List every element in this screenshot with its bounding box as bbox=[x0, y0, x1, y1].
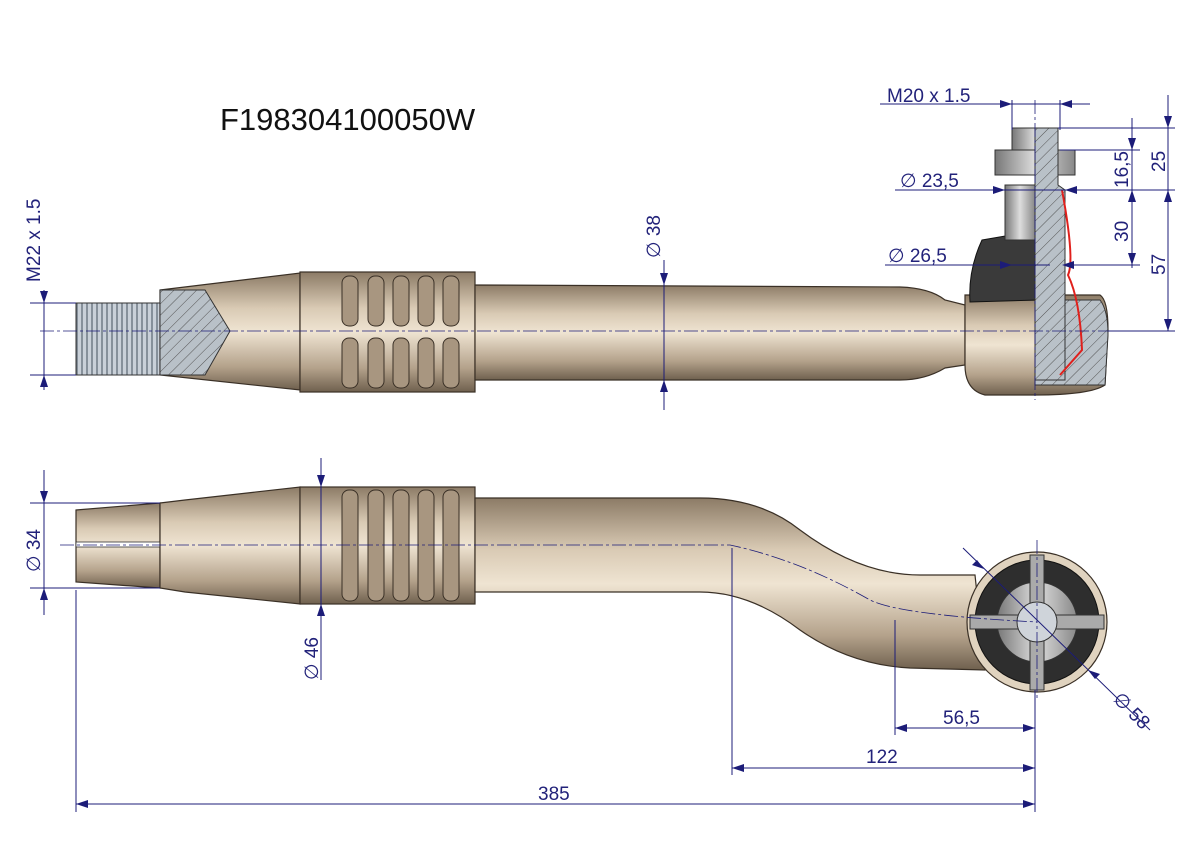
dim-thread-end: M22 x 1.5 bbox=[24, 199, 45, 282]
dim-end-diameter: ∅ 34 bbox=[24, 529, 45, 572]
dim-stud-diameter-lower: ∅ 26,5 bbox=[888, 246, 947, 267]
dim-grip-diameter: ∅ 46 bbox=[302, 637, 323, 680]
cone-cutaway bbox=[159, 289, 231, 376]
bottom-view bbox=[60, 486, 1108, 700]
dim-25: 25 bbox=[1149, 151, 1170, 172]
section-line bbox=[1059, 189, 1084, 376]
rod bbox=[474, 284, 966, 381]
top-dimensions: M22 x 1.5 ∅ 38 M20 x 1.5 ∅ 23,5 ∅ 26,5 1… bbox=[24, 86, 1175, 410]
part-number-title: F198304100050W bbox=[220, 102, 476, 137]
dim-offset-122: 122 bbox=[866, 747, 898, 768]
dim-30: 30 bbox=[1112, 221, 1133, 242]
threaded-end bbox=[75, 302, 161, 376]
dim-overall-length: 385 bbox=[538, 784, 570, 805]
grip-grooves bbox=[341, 275, 460, 389]
ball-stud-taper bbox=[1004, 184, 1036, 241]
dim-57: 57 bbox=[1149, 254, 1170, 275]
grip-grooves-side bbox=[341, 489, 460, 602]
dim-stud-thread: M20 x 1.5 bbox=[887, 86, 970, 107]
dim-stud-diameter-upper: ∅ 23,5 bbox=[900, 171, 959, 192]
dim-offset-56-5: 56,5 bbox=[943, 708, 980, 729]
top-view bbox=[40, 100, 1110, 400]
bent-rod bbox=[474, 497, 986, 671]
clamp-slot bbox=[75, 541, 163, 548]
centerline-bottom bbox=[60, 544, 1038, 623]
dim-rod-diameter: ∅ 38 bbox=[644, 215, 665, 258]
dim-16-5: 16,5 bbox=[1112, 151, 1133, 188]
cone-section-side bbox=[159, 486, 301, 605]
